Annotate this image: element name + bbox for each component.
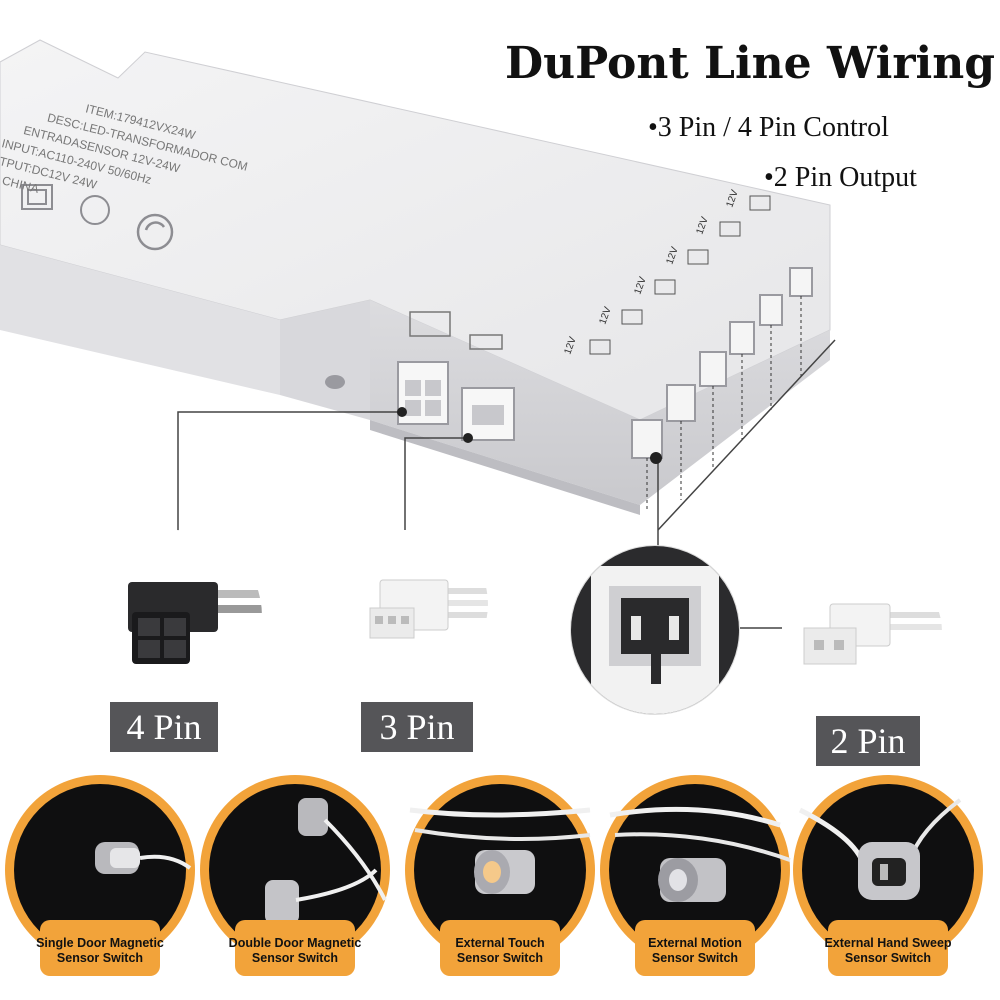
sensor-label-4: External Motion Sensor Switch <box>648 936 742 965</box>
port-2pin-closeup <box>570 545 740 715</box>
page-title: DuPont Line Wiring <box>505 38 995 89</box>
port-voltage-1: 12V <box>562 335 579 356</box>
sensor-external-hand-sweep <box>793 775 983 965</box>
port-voltage-5: 12V <box>694 215 711 236</box>
sensor-row <box>5 775 983 976</box>
sensor-label-1: Single Door Magnetic Sensor Switch <box>36 936 164 965</box>
sensor-external-touch <box>405 775 595 965</box>
connector-2pin-photo <box>782 558 942 706</box>
bullet-output: •2 Pin Output <box>764 162 917 193</box>
port-voltage-6: 12V <box>724 188 741 209</box>
two-pin-output-ports <box>631 267 813 459</box>
port-voltage-4: 12V <box>664 245 681 266</box>
double-square-icon <box>21 184 53 210</box>
recycle-icon <box>80 195 110 225</box>
sensor-double-door-magnetic <box>200 775 390 965</box>
refresh-circle-icon <box>136 213 174 251</box>
sensor-label-3: External Touch Sensor Switch <box>455 936 545 965</box>
sensor-label-5: External Hand Sweep Sensor Switch <box>824 936 952 965</box>
bullet-control: •3 Pin / 4 Pin Control <box>648 112 889 143</box>
label-2-pin: 2 Pin <box>816 716 920 766</box>
label-4-pin: 4 Pin <box>110 702 218 752</box>
connector-4pin-photo <box>90 530 262 702</box>
port-voltage-3: 12V <box>632 275 649 296</box>
sensor-external-motion <box>600 775 791 965</box>
output-port-voltage-marks: 12V 12V 12V 12V 12V 12V <box>562 188 771 356</box>
label-3-pin: 3 Pin <box>361 702 473 752</box>
device-printed-label: ITEM:179412VX24W DESC:LED-TRANSFORMADOR … <box>0 101 249 196</box>
sensor-label-2: Double Door Magnetic Sensor Switch <box>228 936 362 965</box>
connector-3pin-photo <box>340 530 488 678</box>
sensor-single-door-magnetic <box>5 775 195 965</box>
port-voltage-2: 12V <box>597 305 614 326</box>
